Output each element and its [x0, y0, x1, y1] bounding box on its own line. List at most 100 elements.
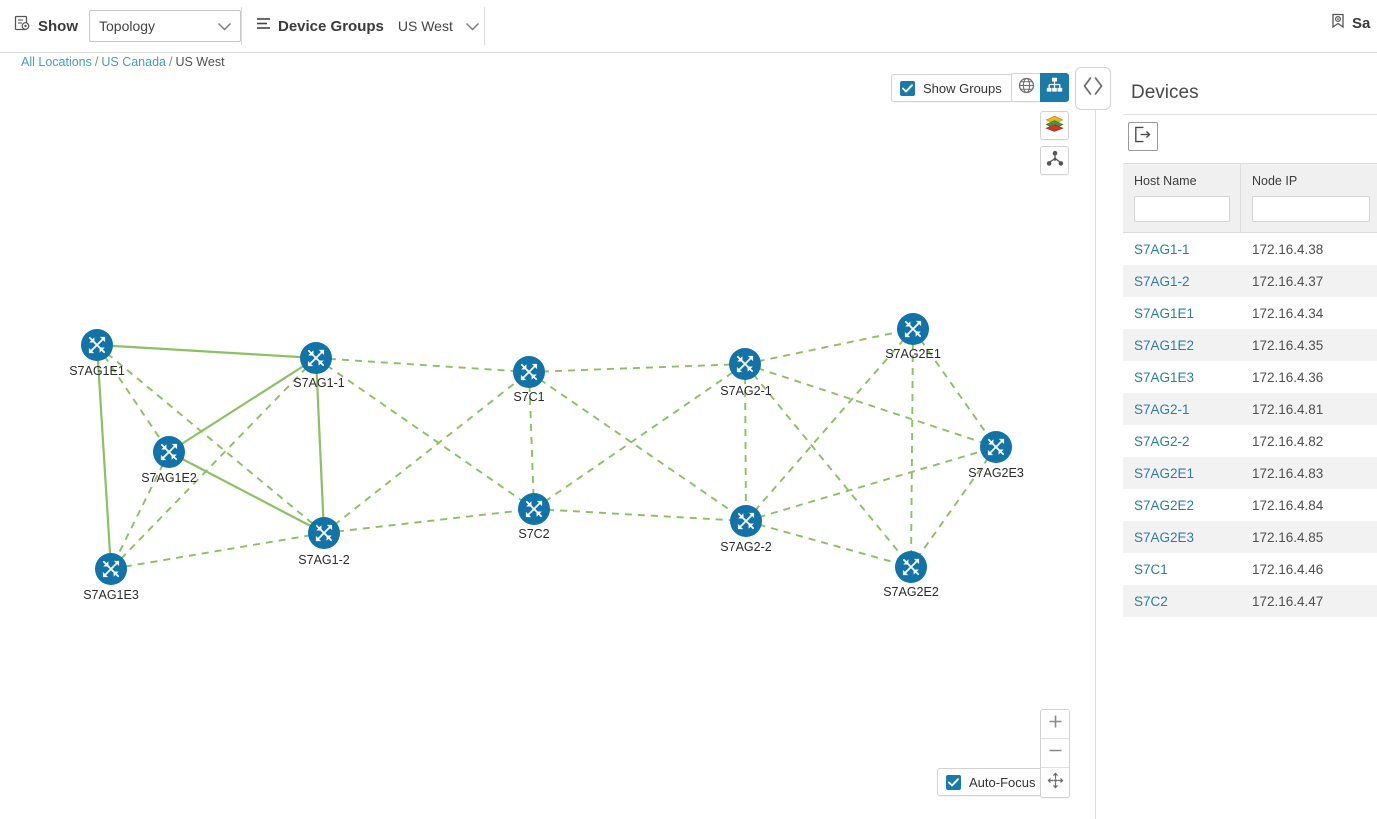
saved-view-bookmark-icon — [1331, 13, 1346, 33]
topology-link[interactable] — [745, 446, 997, 522]
node-circle — [513, 356, 545, 388]
topology-node[interactable]: S7AG2E2 — [883, 551, 939, 599]
device-host-name-link[interactable]: S7AG1E3 — [1134, 369, 1195, 385]
topology-node[interactable]: S7AG1E1 — [69, 329, 125, 378]
topology-link[interactable] — [110, 451, 170, 570]
topology-node[interactable]: S7C1 — [513, 356, 545, 404]
topology-nodes-layer: S7AG1E1S7AG1-1S7AG1E2S7AG1-2S7AG1E3S7C1S… — [69, 313, 1024, 602]
topology-link[interactable] — [96, 343, 317, 360]
topology-link[interactable] — [95, 344, 113, 570]
device-host-name-link[interactable]: S7C2 — [1134, 593, 1168, 609]
device-host-name-link[interactable]: S7AG1-1 — [1134, 241, 1190, 257]
topology-link[interactable] — [110, 532, 325, 570]
topology-link[interactable] — [744, 363, 997, 448]
topology-node[interactable]: S7AG2E3 — [968, 431, 1024, 480]
topology-node[interactable]: S7AG1-2 — [298, 517, 350, 567]
layers-button[interactable] — [1040, 111, 1069, 140]
fit-to-screen-button[interactable] — [1041, 768, 1069, 797]
node-circle — [300, 342, 332, 374]
filter-input-node-ip[interactable] — [1252, 196, 1370, 222]
show-label: Show — [38, 17, 78, 35]
router-arrows-icon — [102, 560, 120, 578]
device-host-name-link[interactable]: S7AG1E2 — [1134, 337, 1195, 353]
show-groups-toggle[interactable]: Show Groups — [891, 74, 1014, 102]
device-node-ip: 172.16.4.84 — [1252, 497, 1324, 513]
zoom-out-button[interactable] — [1041, 739, 1069, 768]
topology-node[interactable]: S7AG1E2 — [141, 436, 197, 485]
topology-link[interactable] — [912, 328, 997, 448]
auto-focus-toggle[interactable]: Auto-Focus — [937, 768, 1048, 796]
topology-link[interactable] — [315, 357, 530, 373]
geo-map-view-button[interactable] — [1011, 73, 1040, 102]
collapse-panel-handle[interactable] — [1075, 67, 1111, 110]
topology-node[interactable]: S7AG1-1 — [293, 342, 345, 390]
show-select[interactable]: Topology — [89, 10, 241, 42]
topology-link[interactable] — [744, 328, 914, 365]
table-row[interactable]: S7AG2E2 172.16.4.84 — [1123, 489, 1377, 521]
topology-link[interactable] — [745, 520, 912, 568]
topology-link[interactable] — [533, 363, 746, 510]
topology-link[interactable] — [533, 508, 747, 522]
topology-link[interactable] — [323, 371, 530, 534]
topology-node[interactable]: S7AG2E1 — [885, 313, 941, 361]
topology-link[interactable] — [528, 371, 535, 510]
minus-icon — [1048, 743, 1063, 763]
topology-view-button[interactable] — [1040, 73, 1069, 102]
device-host-name-link[interactable]: S7AG1E1 — [1134, 305, 1195, 321]
device-host-name-link[interactable]: S7AG2E1 — [1134, 465, 1195, 481]
topology-link[interactable] — [168, 357, 317, 453]
hierarchy-layout-button[interactable] — [1040, 146, 1069, 175]
zoom-in-button[interactable] — [1041, 710, 1069, 739]
topology-link[interactable] — [314, 357, 326, 534]
topology-link[interactable] — [528, 363, 746, 373]
device-host-name-link[interactable]: S7C1 — [1134, 561, 1168, 577]
topology-graph[interactable]: S7AG1E1S7AG1-1S7AG1E2S7AG1-2S7AG1E3S7C1S… — [0, 71, 1096, 819]
device-groups-select[interactable]: US West — [398, 10, 484, 42]
saved-views-button[interactable]: Sa — [1331, 13, 1377, 33]
router-arrows-icon — [307, 349, 325, 367]
export-button[interactable] — [1128, 122, 1158, 151]
column-header-host-name[interactable]: Host Name — [1123, 164, 1241, 232]
topology-node[interactable]: S7C2 — [518, 493, 550, 541]
breadcrumb-separator: / — [94, 55, 99, 69]
device-host-name-link[interactable]: S7AG2E2 — [1134, 497, 1195, 513]
topology-link[interactable] — [315, 357, 535, 510]
topology-link[interactable] — [528, 371, 747, 522]
breadcrumb-item-us-west: US West — [175, 55, 225, 69]
topology-link[interactable] — [323, 508, 535, 534]
device-host-name-link[interactable]: S7AG2E3 — [1134, 529, 1195, 545]
topology-link[interactable] — [744, 363, 912, 568]
topology-link[interactable] — [168, 451, 325, 534]
topology-link[interactable] — [110, 357, 317, 570]
node-circle — [730, 505, 762, 537]
topology-link[interactable] — [745, 328, 914, 522]
breadcrumb-item-us-canada[interactable]: US Canada — [101, 55, 166, 69]
topology-link[interactable] — [96, 344, 170, 453]
topology-node[interactable]: S7AG2-2 — [720, 505, 772, 554]
topology-link[interactable] — [744, 363, 747, 522]
topology-link[interactable] — [96, 344, 325, 534]
topology-link[interactable] — [910, 328, 914, 568]
device-host-name-link[interactable]: S7AG1-2 — [1134, 273, 1190, 289]
topology-node[interactable]: S7AG1E3 — [83, 553, 139, 602]
device-host-name-link[interactable]: S7AG2-2 — [1134, 433, 1190, 449]
topology-link[interactable] — [910, 446, 997, 568]
filter-input-host-name[interactable] — [1134, 196, 1230, 222]
breadcrumb-item-all-locations[interactable]: All Locations — [21, 55, 92, 69]
device-host-name-link[interactable]: S7AG2-1 — [1134, 401, 1190, 417]
topology-node[interactable]: S7AG2-1 — [720, 348, 772, 398]
column-header-node-ip[interactable]: Node IP — [1241, 164, 1377, 232]
collapse-chevrons-icon — [1080, 75, 1106, 102]
